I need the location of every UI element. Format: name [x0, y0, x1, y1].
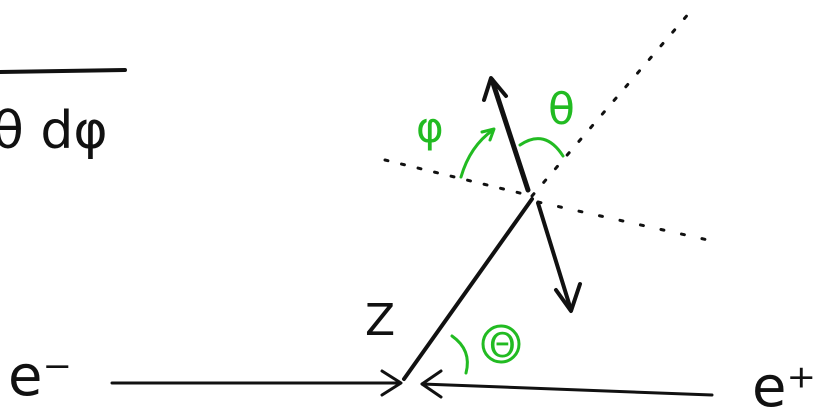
- phi-arc-tip: [480, 127, 496, 142]
- formula-fragment: θ dφ: [0, 101, 108, 161]
- dotted-axis-right: [536, 200, 710, 242]
- positron-label: e⁺: [752, 355, 814, 413]
- fraction-bar: [0, 68, 127, 74]
- phi-arc: [459, 128, 495, 179]
- dotted-axis-left: [383, 158, 530, 197]
- theta-label: θ: [548, 84, 575, 135]
- electron-arrowhead: [380, 369, 403, 397]
- dotted-axis-upper: [530, 10, 692, 198]
- decay-product-down-arrowhead: [554, 282, 582, 313]
- phi-label: φ: [416, 103, 444, 152]
- theta-arc: [518, 137, 565, 158]
- decay-product-up-arrowhead: [482, 76, 508, 102]
- z-boson-line: [402, 197, 534, 381]
- capital-theta-arc: [450, 334, 469, 375]
- capital-theta-circle: [481, 324, 521, 364]
- z-label: Z: [365, 295, 395, 346]
- positron-arrowhead: [420, 369, 443, 399]
- decay-product-down-line: [536, 201, 573, 312]
- positron-beam-line: [420, 382, 714, 397]
- electron-label: e⁻: [8, 344, 72, 409]
- capital-theta-label: Θ: [489, 326, 516, 366]
- decay-product-up-line: [489, 77, 531, 193]
